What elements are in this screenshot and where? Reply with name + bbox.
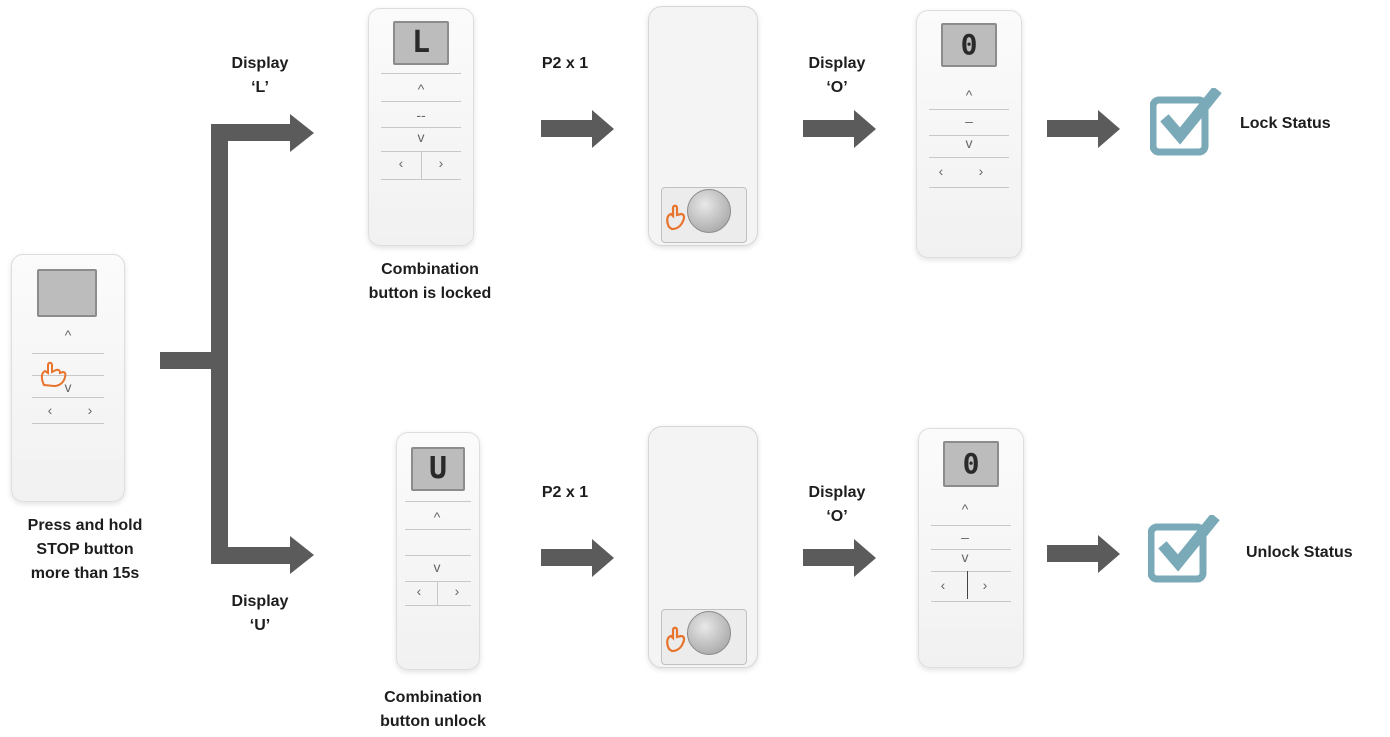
- bottom-display-label: Display‘U’: [231, 593, 289, 634]
- remote-screen: L: [393, 21, 449, 65]
- down-arrow-icon: v: [961, 549, 969, 565]
- up-arrow-icon: ^: [965, 87, 973, 103]
- up-arrow-icon: ^: [433, 509, 441, 525]
- bottom-arrow-3: [1047, 545, 1099, 562]
- remote-screen: 0: [943, 441, 999, 487]
- top-p2-label: P2 x 1: [541, 55, 589, 72]
- pressing-hand-icon: [40, 361, 67, 388]
- branch-bottom-arrowhead-icon: [290, 536, 314, 574]
- down-arrow-icon: v: [417, 129, 425, 145]
- bottom-arrow-1: [541, 549, 593, 566]
- right-arrow-icon: ›: [87, 402, 93, 418]
- arrowhead-icon: [854, 539, 876, 577]
- top-arrow-1: [541, 120, 593, 137]
- top-remote-locked: L ^ -- v ‹ ›: [368, 8, 474, 246]
- branch-top-arrowhead-icon: [290, 114, 314, 152]
- arrowhead-icon: [1098, 535, 1120, 573]
- left-arrow-icon: ‹: [940, 577, 946, 593]
- arrowhead-icon: [592, 110, 614, 148]
- down-arrow-icon: v: [433, 559, 441, 575]
- stop-icon: --: [416, 107, 426, 123]
- arrowhead-icon: [1098, 110, 1120, 148]
- battery-icon: [687, 611, 731, 655]
- battery-compartment: [661, 609, 747, 665]
- arrowhead-icon: [854, 110, 876, 148]
- right-arrow-icon: ›: [438, 155, 444, 171]
- remote-screen: [37, 269, 97, 317]
- stop-icon: –: [965, 113, 973, 129]
- pressing-hand-icon: [666, 204, 686, 231]
- branch-bottom: [211, 547, 291, 564]
- lock-status-label: Lock Status: [1240, 115, 1331, 132]
- left-arrow-icon: ‹: [416, 583, 422, 599]
- bottom-display2-label: Display‘O’: [808, 484, 866, 525]
- remote-screen: 0: [941, 23, 997, 67]
- arrowhead-icon: [592, 539, 614, 577]
- top-arrow-2: [803, 120, 855, 137]
- bottom-remote-unlock: U ^ v ‹ ›: [396, 432, 480, 670]
- left-arrow-icon: ‹: [47, 402, 53, 418]
- left-arrow-icon: ‹: [398, 155, 404, 171]
- right-arrow-icon: ›: [454, 583, 460, 599]
- branch-vertical: [211, 124, 228, 564]
- down-arrow-icon: v: [64, 379, 72, 395]
- checkbox-checked-icon: [1148, 515, 1220, 583]
- bottom-p2-label: P2 x 1: [541, 484, 589, 501]
- start-remote: ^ v ‹ ›: [11, 254, 125, 502]
- battery-icon: [687, 189, 731, 233]
- down-arrow-icon: v: [965, 135, 973, 151]
- stop-icon: –: [961, 529, 969, 545]
- up-arrow-icon: ^: [64, 327, 72, 343]
- top-remote-back: [648, 6, 758, 246]
- top-remote-result: 0 ^ – v ‹ ›: [916, 10, 1022, 258]
- right-arrow-icon: ›: [982, 577, 988, 593]
- checkbox-checked-icon: [1150, 88, 1222, 156]
- up-arrow-icon: ^: [961, 501, 969, 517]
- bottom-remote-back: [648, 426, 758, 668]
- branch-top: [211, 124, 291, 141]
- up-arrow-icon: ^: [417, 81, 425, 97]
- top-display2-label: Display‘O’: [808, 55, 866, 96]
- right-arrow-icon: ›: [978, 163, 984, 179]
- branch-stem: [160, 352, 214, 369]
- bottom-arrow-2: [803, 549, 855, 566]
- left-arrow-icon: ‹: [938, 163, 944, 179]
- bottom-remote-result: 0 ^ – v ‹ ›: [918, 428, 1024, 668]
- top-arrow-3: [1047, 120, 1099, 137]
- pressing-hand-icon: [666, 626, 686, 653]
- remote-screen: U: [411, 447, 465, 491]
- unlock-status-label: Unlock Status: [1246, 544, 1353, 561]
- top-display-label: Display‘L’: [231, 55, 289, 96]
